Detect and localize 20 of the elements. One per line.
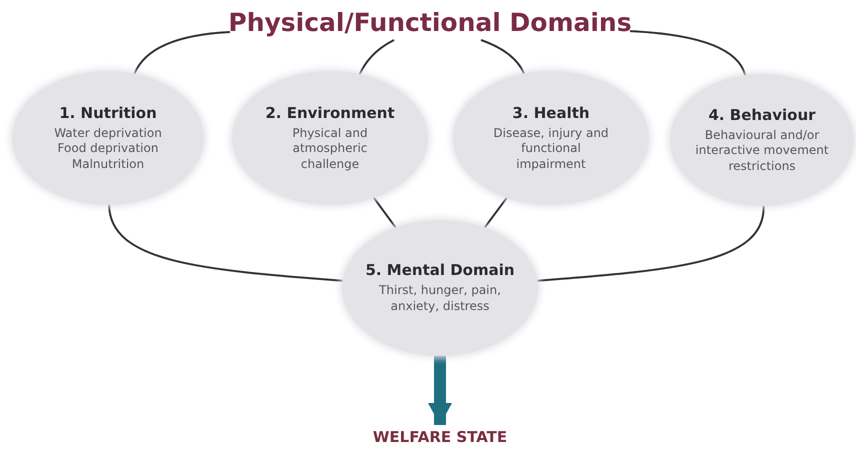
- connector-line: [134, 31, 230, 74]
- domain-heading: 1. Nutrition: [59, 104, 157, 122]
- connector-line: [373, 197, 396, 228]
- connector-line: [537, 206, 765, 282]
- domain-heading: 2. Environment: [265, 104, 395, 122]
- heading-text: Physical/Functional Domains: [230, 4, 630, 40]
- arrow: [428, 356, 452, 425]
- domain-description: Water deprivation Food deprivation Malnutrition: [53, 126, 163, 172]
- domain-heading: 5. Mental Domain: [365, 261, 515, 280]
- domain-description: Behavioural and/or interactive movement restrictions: [694, 128, 830, 174]
- domain-description: Physical and atmospheric challenge: [291, 126, 369, 172]
- connector-line: [358, 39, 394, 75]
- connector-line: [484, 197, 508, 228]
- domain-heading: 3. Health: [512, 104, 590, 122]
- domain-description: Disease, injury and functional impairment: [492, 126, 610, 172]
- domain-heading: 4. Behaviour: [708, 106, 816, 124]
- domain-description: Thirst, hunger, pain, anxiety, distress: [378, 283, 502, 315]
- connector-line: [630, 30, 746, 76]
- outcome-label: WELFARE STATE: [350, 425, 530, 449]
- connector-line: [480, 39, 525, 74]
